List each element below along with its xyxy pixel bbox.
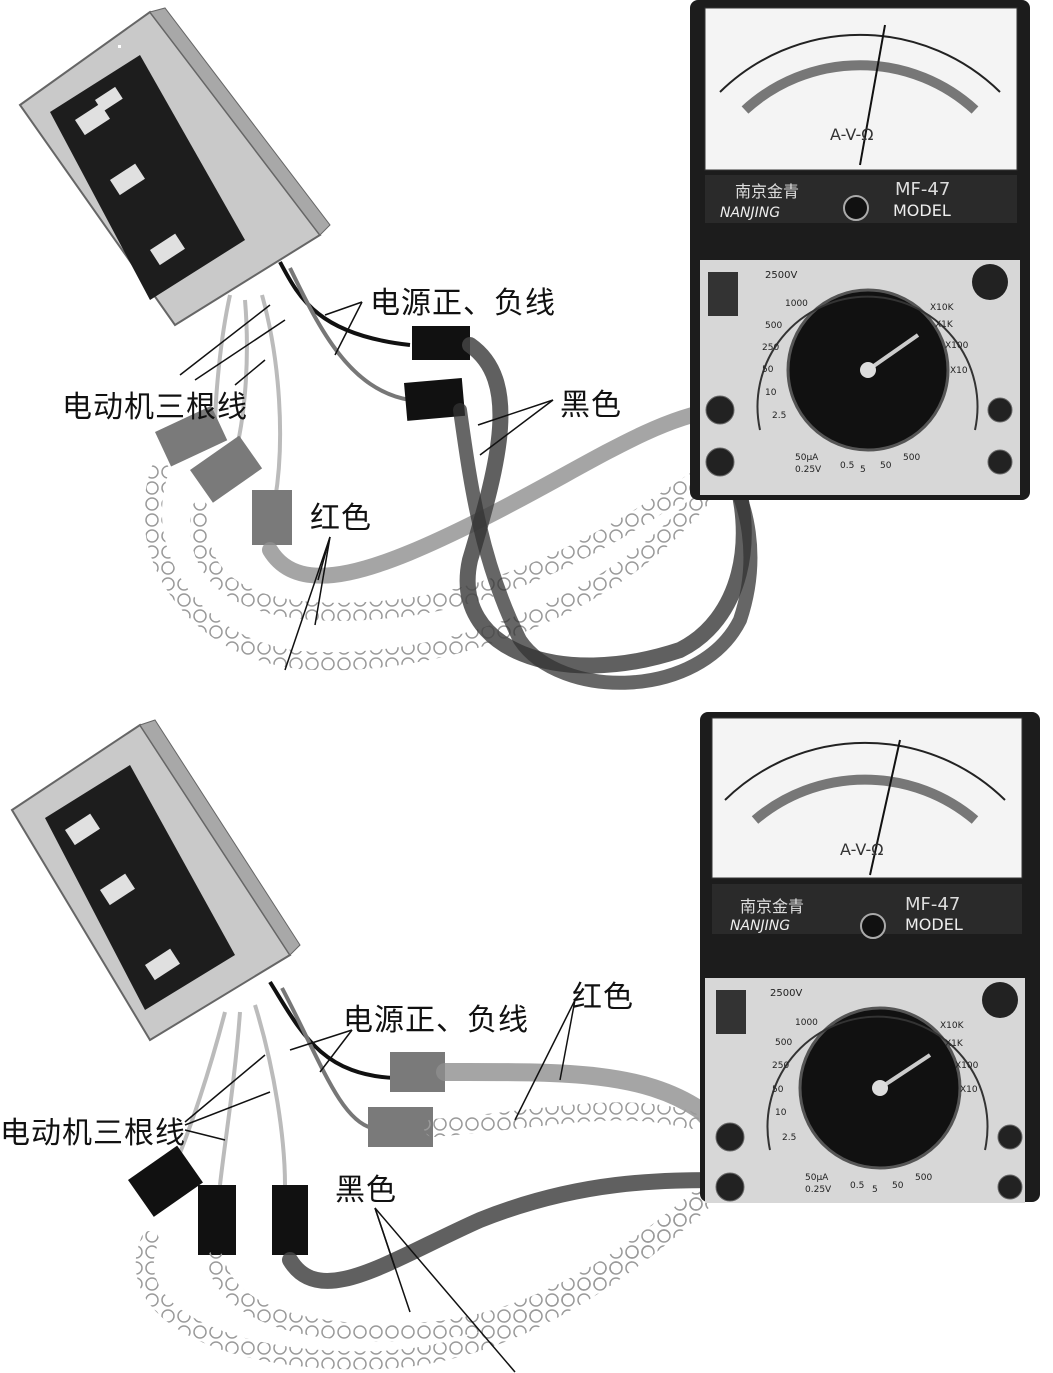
red-probe-2 [190, 435, 263, 503]
red-probe-3 [252, 490, 292, 545]
ohm-adjust-knob [972, 264, 1008, 300]
bottom-figure-panel: 南京金青 NANJING MF-47 MODEL A-V-Ω 2500V 100… [0, 700, 1053, 1373]
brand-cn: 南京金青 [735, 182, 799, 201]
dial-value: 50 [762, 365, 774, 375]
scale-center-label: A-V-Ω [840, 840, 883, 859]
dial-value: 250 [762, 343, 779, 353]
red-probe-2 [368, 1107, 433, 1147]
meter-needle [859, 24, 886, 166]
dial-value: 50 [772, 1085, 784, 1095]
5a-jack [997, 1174, 1023, 1200]
dial-value: 2.5 [772, 411, 786, 421]
ohm-adjust-knob [982, 982, 1018, 1018]
multimeter: 南京金青 NANJING MF-47 MODEL A-V-Ω 2500V 100… [690, 0, 1030, 500]
red-label: 红色 [310, 501, 372, 536]
motor-wires-label: 电动机三根线 [62, 390, 248, 425]
black-probe-2 [198, 1185, 236, 1255]
voltage-range-label: 2500V [770, 988, 802, 999]
dial-value: 5 [860, 465, 866, 475]
common-jack [715, 1172, 745, 1202]
test-leads [144, 337, 758, 690]
ohm-range: X10 [960, 1085, 978, 1095]
dial-pointer [878, 1053, 932, 1090]
dial-value: 1000 [785, 299, 808, 309]
bottom-illustration: 南京金青 NANJING MF-47 MODEL A-V-Ω 2500V 100… [10, 712, 1040, 1373]
brand-cn: 南京金青 [740, 897, 804, 916]
dial-value: 50 [880, 461, 892, 471]
red-label: 红色 [572, 980, 634, 1015]
test-leads [135, 1062, 738, 1370]
motor-controller [18, 7, 331, 327]
black-probe-2 [404, 377, 466, 421]
dial-value: 500 [765, 321, 782, 331]
ohm-range: X1K [935, 320, 954, 330]
black-probe-1 [412, 326, 470, 360]
black-label: 黑色 [560, 388, 622, 423]
model-word: MODEL [893, 201, 951, 220]
dial-value: 10 [775, 1108, 787, 1118]
dial-value: 500 [903, 453, 920, 463]
ohm-range: X10 [950, 366, 968, 376]
positive-jack [705, 395, 735, 425]
meter-needle [869, 739, 901, 876]
voltage-range-label: 2500V [765, 270, 797, 281]
ohm-range: X10K [940, 1021, 965, 1031]
dial-value: 1000 [795, 1018, 818, 1028]
power-wires-label: 电源正、负线 [370, 286, 556, 321]
dial-pointer [866, 333, 920, 372]
leader-lines [184, 999, 576, 1373]
black-probe-1 [128, 1145, 203, 1217]
ohm-range: X100 [955, 1061, 979, 1071]
dial-value: 500 [915, 1173, 932, 1183]
zero-adjust-knob [860, 913, 886, 939]
motor-wires-label: 电动机三根线 [0, 1116, 186, 1151]
multimeter: 南京金青 NANJING MF-47 MODEL A-V-Ω 2500V 100… [700, 712, 1040, 1203]
dial-value: 10 [765, 388, 777, 398]
brand-en: NANJING [730, 918, 790, 934]
zero-adjust-knob [843, 195, 869, 221]
leader-lines [179, 301, 554, 671]
common-jack [705, 447, 735, 477]
2500v-jack [997, 1124, 1023, 1150]
brand-en: NANJING [720, 205, 780, 221]
transistor-socket [708, 272, 738, 316]
positive-jack [715, 1122, 745, 1152]
black-probe-3 [272, 1185, 308, 1255]
dial-value: 0.5 [850, 1181, 864, 1191]
dial-value: 0.25V [795, 465, 822, 475]
dial-value: 50 [892, 1181, 904, 1191]
scale-center-label: A-V-Ω [830, 125, 873, 144]
transistor-socket [716, 990, 746, 1034]
ohm-range: X10K [930, 303, 955, 313]
5a-jack [987, 449, 1013, 475]
top-figure-panel: 南京金青 NANJING MF-47 MODEL A-V-Ω 2500V 100… [18, 0, 1030, 690]
dial-value: 250 [772, 1061, 789, 1071]
red-probe-1 [390, 1052, 445, 1092]
model-number: MF-47 [895, 179, 950, 200]
dial-value: 0.5 [840, 461, 854, 471]
dial-value: 50μA [795, 453, 819, 463]
motor-controller [10, 719, 301, 1042]
top-illustration: 南京金青 NANJING MF-47 MODEL A-V-Ω 2500V 100… [18, 0, 1030, 690]
power-wires-label: 电源正、负线 [343, 1003, 529, 1038]
dial-value: 500 [775, 1038, 792, 1048]
ohm-range: X1K [945, 1039, 964, 1049]
red-probe-1 [155, 405, 228, 467]
dial-value: 50μA [805, 1173, 829, 1183]
model-number: MF-47 [905, 894, 960, 915]
dial-value: 5 [872, 1185, 878, 1195]
ohm-range: X100 [945, 341, 969, 351]
black-label: 黑色 [335, 1173, 397, 1208]
dial-value: 2.5 [782, 1133, 796, 1143]
2500v-jack [987, 397, 1013, 423]
model-word: MODEL [905, 915, 963, 934]
dial-value: 0.25V [805, 1185, 832, 1195]
